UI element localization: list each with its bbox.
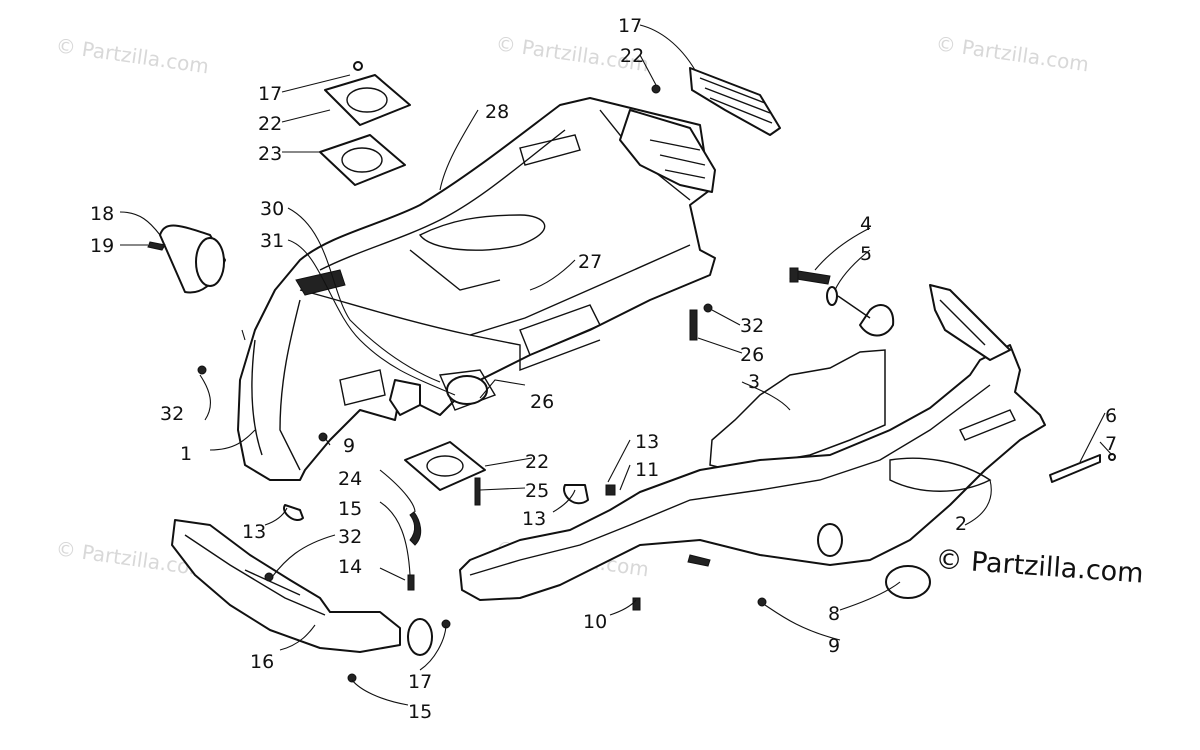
callout-number: 26: [740, 344, 764, 366]
guard-part: [171, 519, 401, 653]
lower-guard-drawing: [171, 84, 767, 683]
callout-number: 9: [828, 635, 840, 657]
watermark-text: © Partzilla.com: [54, 33, 210, 78]
callout-number: 32: [740, 315, 764, 337]
vent-grille-part: [689, 67, 781, 136]
gasket-part: [319, 134, 406, 186]
flange-plate-part: [324, 74, 411, 126]
callout-number: 15: [338, 498, 362, 520]
callout-number: 18: [90, 203, 114, 225]
callout-number: 13: [522, 508, 546, 530]
callout-number: 31: [260, 230, 284, 252]
watermark-text: © Partzilla.com: [934, 31, 1090, 76]
callout-number: 11: [635, 459, 659, 481]
callout-number: 17: [258, 83, 282, 105]
bumper-cap-part: [859, 304, 895, 337]
callout-number: 9: [343, 435, 355, 457]
callout-number: 13: [242, 521, 266, 543]
callout-number: 7: [1105, 433, 1117, 455]
air-intake-part: [619, 109, 716, 193]
bumper-part: [459, 344, 1046, 601]
callout-number: 19: [90, 235, 114, 257]
callout-number: 17: [408, 671, 432, 693]
lower-plate-part: [404, 441, 486, 491]
callout-number: 13: [635, 431, 659, 453]
callout-number: 22: [620, 45, 644, 67]
callout-number: 2: [955, 513, 967, 535]
callout-number: 5: [860, 243, 872, 265]
callout-number: 1: [180, 443, 192, 465]
copyright-text: © Partzilla.com: [935, 544, 1145, 589]
callout-number: 23: [258, 143, 282, 165]
callout-number: 10: [583, 611, 607, 633]
callout-number: 15: [408, 701, 432, 723]
callout-number: 26: [530, 391, 554, 413]
callout-number: 4: [860, 213, 872, 235]
plate-6-part: [1049, 454, 1101, 483]
callout-number: 30: [260, 198, 284, 220]
callout-number: 32: [338, 526, 362, 548]
callout-number: 17: [618, 15, 642, 37]
callout-number: 22: [525, 451, 549, 473]
callout-number: 27: [578, 251, 602, 273]
callout-number: 8: [828, 603, 840, 625]
callout-number: 25: [525, 480, 549, 502]
bumper-drawing: [459, 267, 1116, 601]
belly-pan-part: [237, 97, 716, 481]
callouts: 17 22 17 22 23 28 18 19 30 31 27 4 5 32 …: [90, 15, 1117, 723]
callout-number: 6: [1105, 405, 1117, 427]
callout-number: 22: [258, 113, 282, 135]
callout-number: 14: [338, 556, 362, 578]
belly-pan-drawing: [147, 61, 781, 491]
leader-lines: [119, 24, 1113, 706]
callout-number: 16: [250, 651, 274, 673]
callout-number: 3: [748, 371, 760, 393]
callout-number: 28: [485, 101, 509, 123]
callout-number: 24: [338, 468, 362, 490]
callout-number: 32: [160, 403, 184, 425]
